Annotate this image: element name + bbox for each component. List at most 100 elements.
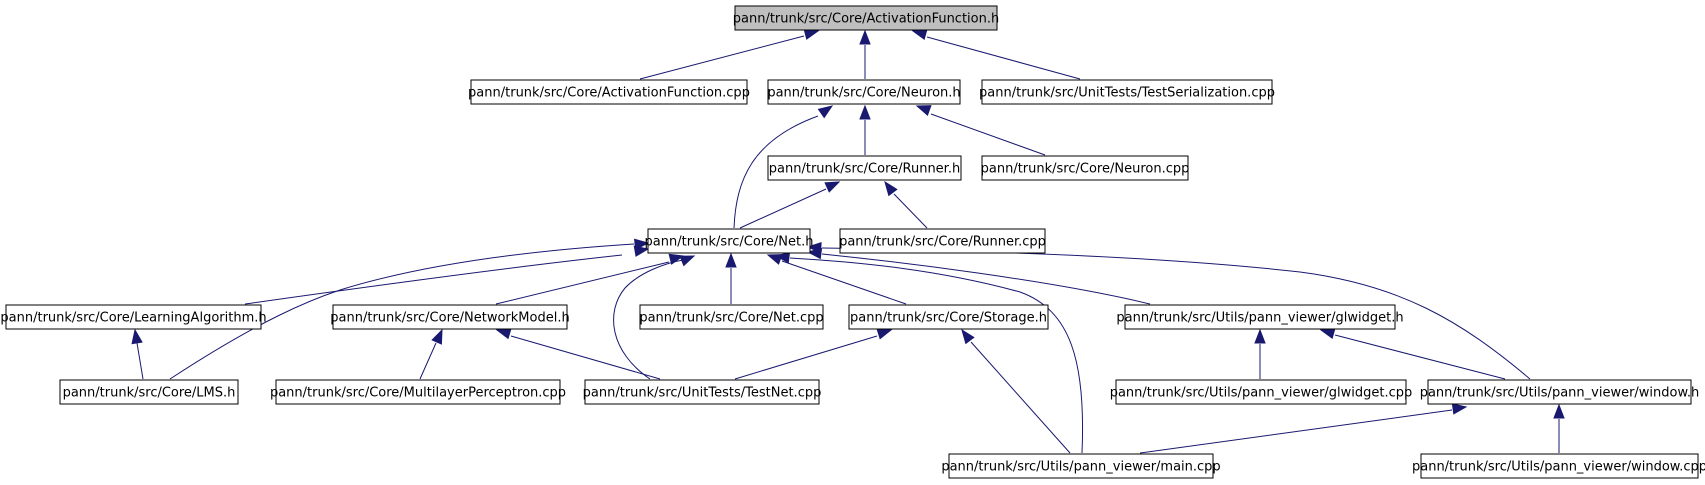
node-label: pann/trunk/src/Utils/pann_viewer/window.… — [1412, 460, 1705, 475]
edge-main_cpp-to-net_h — [774, 251, 1084, 454]
node-label: pann/trunk/src/Utils/pann_viewer/glwidge… — [1110, 386, 1413, 401]
edge-line — [510, 335, 661, 380]
node-testnet[interactable]: pann/trunk/src/UnitTests/TestNet.cpp — [583, 379, 822, 405]
edge-arrowhead — [1451, 403, 1468, 415]
node-neuron-h[interactable]: pann/trunk/src/Core/Neuron.h — [767, 79, 961, 105]
node-la-h[interactable]: pann/trunk/src/Core/LearningAlgorithm.h — [0, 304, 267, 330]
node-label: pann/trunk/src/Core/Net.h — [645, 235, 814, 250]
edge-arrowhead — [915, 105, 932, 116]
edge-testser-to-af_h — [911, 29, 1081, 80]
node-box — [767, 155, 962, 181]
node-box — [59, 379, 239, 405]
edge-line — [639, 35, 805, 80]
node-runner-cpp[interactable]: pann/trunk/src/Core/Runner.cpp — [839, 228, 1046, 254]
edge-arrowhead — [634, 238, 650, 251]
node-net-cpp[interactable]: pann/trunk/src/Core/Net.cpp — [639, 304, 824, 330]
node-box — [584, 379, 820, 405]
edge-line — [893, 193, 928, 229]
node-glw-cpp[interactable]: pann/trunk/src/Utils/pann_viewer/glwidge… — [1110, 379, 1413, 405]
edge-testnet-to-nm_h — [495, 328, 661, 380]
edge-arrowhead — [859, 29, 871, 45]
edge-main_cpp-to-win_h — [1139, 403, 1468, 454]
edge-arrowhead — [884, 180, 898, 197]
edge-arrowhead — [824, 181, 841, 193]
edge-arrowhead — [876, 328, 893, 340]
edge-arrowhead — [1254, 328, 1266, 344]
edge-nm_h-to-net_h — [495, 253, 685, 305]
edge-line — [613, 259, 684, 380]
node-mlp-cpp[interactable]: pann/trunk/src/Core/MultilayerPerceptron… — [270, 379, 566, 405]
edge-arrowhead — [774, 251, 791, 264]
edge-line — [1334, 334, 1506, 380]
node-storage-h[interactable]: pann/trunk/src/Core/Storage.h — [848, 304, 1049, 330]
edge-runner_cpp-to-runner_h — [884, 180, 928, 229]
edge-line — [244, 254, 623, 305]
edge-line — [970, 341, 1071, 454]
node-label: pann/trunk/src/Core/Net.cpp — [639, 311, 823, 326]
node-box — [981, 79, 1273, 105]
node-testser[interactable]: pann/trunk/src/UnitTests/TestSerializati… — [979, 79, 1275, 105]
edge-line — [781, 260, 907, 305]
edge-arrowhead — [1319, 328, 1336, 340]
node-win-cpp[interactable]: pann/trunk/src/Utils/pann_viewer/window.… — [1412, 453, 1705, 479]
node-box — [734, 5, 998, 31]
edge-line — [930, 113, 1046, 156]
edge-line — [926, 36, 1081, 80]
edge-glw_cpp-to-glw_h — [1254, 328, 1266, 379]
node-box — [1420, 453, 1699, 479]
node-box — [767, 79, 961, 105]
edge-arrowhead — [859, 104, 871, 120]
edge-line — [733, 115, 819, 229]
edge-win_h-to-glw_h — [1319, 328, 1506, 380]
node-label: pann/trunk/src/Core/ActivationFunction.h — [733, 12, 999, 27]
edge-la_h-to-net_h — [244, 245, 650, 305]
node-nm-h[interactable]: pann/trunk/src/Core/NetworkModel.h — [330, 304, 570, 330]
node-label: pann/trunk/src/Core/Runner.h — [769, 162, 960, 177]
node-label: pann/trunk/src/Core/Runner.cpp — [839, 235, 1046, 250]
node-label: pann/trunk/src/Core/LearningAlgorithm.h — [0, 311, 266, 326]
edge-testnet-to-net_h — [613, 255, 696, 380]
node-af-cpp[interactable]: pann/trunk/src/Core/ActivationFunction.c… — [468, 79, 750, 105]
node-label: pann/trunk/src/UnitTests/TestSerializati… — [979, 86, 1275, 101]
node-neuron-cpp[interactable]: pann/trunk/src/Core/Neuron.cpp — [981, 155, 1190, 181]
node-label: pann/trunk/src/Core/NetworkModel.h — [330, 311, 569, 326]
edge-runner_h-to-neuron_h — [859, 104, 871, 155]
edge-arrowhead — [817, 105, 834, 119]
node-box — [5, 304, 262, 330]
node-runner-h[interactable]: pann/trunk/src/Core/Runner.h — [767, 155, 962, 181]
edge-lms_h-to-la_h — [131, 328, 144, 380]
node-label: pann/trunk/src/Core/ActivationFunction.c… — [468, 86, 750, 101]
node-label: pann/trunk/src/Utils/pann_viewer/main.cp… — [941, 460, 1220, 475]
node-af-h[interactable]: pann/trunk/src/Core/ActivationFunction.h — [733, 5, 999, 31]
node-win-h[interactable]: pann/trunk/src/Utils/pann_viewer/window.… — [1420, 379, 1700, 405]
edge-mlp_cpp-to-nm_h — [419, 328, 443, 380]
edge-line — [419, 342, 437, 380]
node-box — [332, 304, 568, 330]
node-box — [275, 379, 561, 405]
edge-arrowhead — [911, 29, 928, 41]
edge-line — [739, 188, 827, 229]
edge-line — [734, 335, 878, 380]
node-box — [839, 228, 1046, 254]
edge-arrowhead — [725, 252, 737, 268]
node-glw-h[interactable]: pann/trunk/src/Utils/pann_viewer/glwidge… — [1116, 304, 1404, 330]
node-label: pann/trunk/src/Core/Neuron.cpp — [981, 162, 1190, 177]
edge-neuron_cpp-to-neuron_h — [915, 105, 1046, 156]
node-box — [981, 155, 1189, 181]
edge-line — [1139, 409, 1453, 454]
nodes-layer: pann/trunk/src/Core/ActivationFunction.h… — [0, 5, 1705, 479]
node-label: pann/trunk/src/Utils/pann_viewer/window.… — [1420, 386, 1700, 401]
node-lms-h[interactable]: pann/trunk/src/Core/LMS.h — [59, 379, 239, 405]
node-box — [1115, 379, 1407, 405]
edge-arrowhead — [131, 328, 143, 345]
edge-arrowhead — [806, 241, 822, 254]
edge-arrowhead — [668, 253, 685, 265]
edge-line — [495, 261, 670, 305]
node-box — [639, 304, 824, 330]
node-net-h[interactable]: pann/trunk/src/Core/Net.h — [645, 228, 814, 254]
edge-arrowhead — [961, 328, 975, 345]
edge-main_cpp-to-storage_h — [961, 328, 1071, 454]
node-box — [1427, 379, 1692, 405]
node-main-cpp[interactable]: pann/trunk/src/Utils/pann_viewer/main.cp… — [941, 453, 1221, 479]
